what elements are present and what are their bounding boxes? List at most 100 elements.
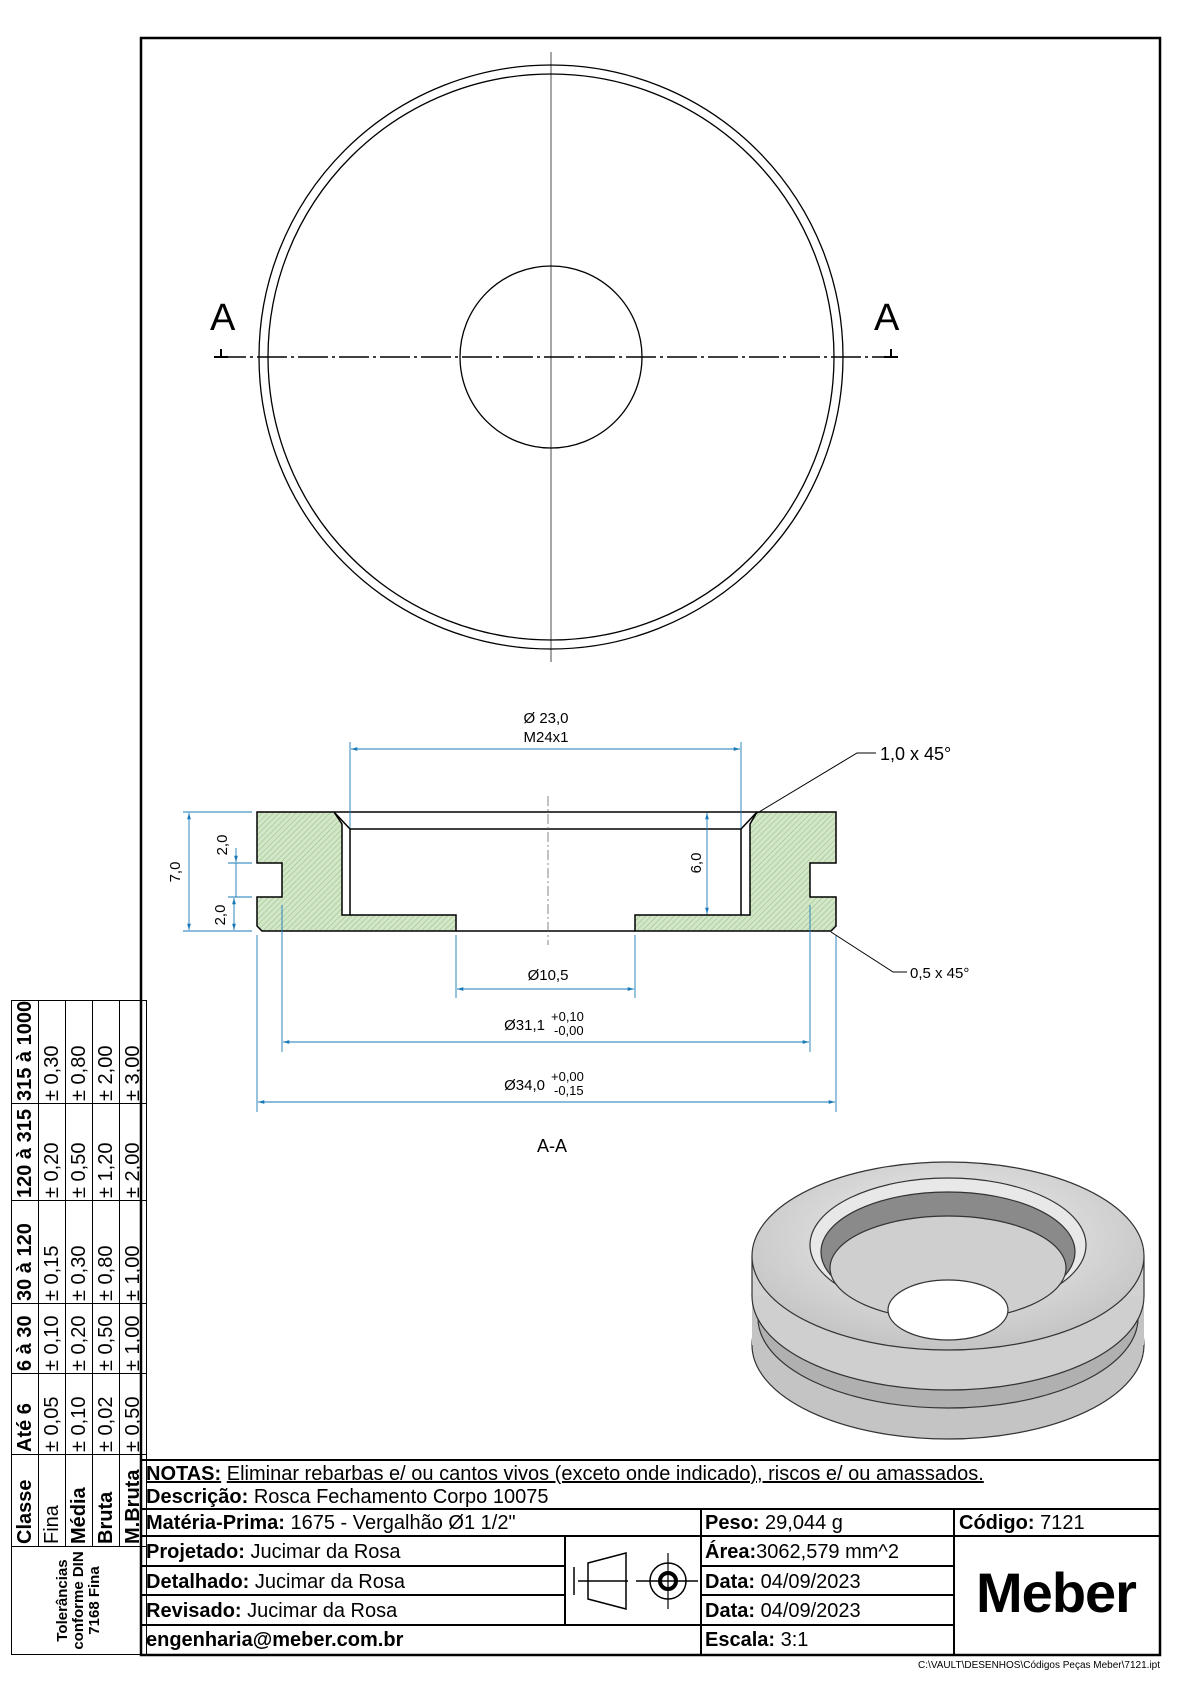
- chamfer-bottom-label: 0,5 x 45°: [910, 965, 969, 982]
- dim-outer-main: Ø34,0: [504, 1077, 545, 1094]
- tol-value: ± 0,30: [65, 1200, 93, 1304]
- designed-by-value: Jucimar da Rosa: [250, 1541, 401, 1563]
- tol-value: ± 0,80: [65, 1000, 93, 1104]
- header-range: 6 à 30: [11, 1303, 39, 1374]
- tol-value: ± 1,00: [119, 1303, 147, 1374]
- notes-text: Eliminar rebarbas e/ ou cantos vivos (ex…: [226, 1463, 984, 1485]
- class-name: Fina: [38, 1454, 66, 1547]
- section-label-right: A: [874, 297, 900, 339]
- header-range: 30 à 120: [11, 1200, 39, 1304]
- raw-material-value: 1675 - Vergalhão Ø1 1/2": [290, 1512, 516, 1534]
- dim-outer-tol-lower: -0,15: [554, 1083, 584, 1098]
- tol-value: ± 0,15: [38, 1200, 66, 1304]
- description-label: Descrição:: [146, 1486, 249, 1508]
- description: Descrição: Rosca Fechamento Corpo 10075: [146, 1487, 548, 1507]
- tolerance-table: Tolerâncias conforme DIN 7168 Fina Class…: [11, 1000, 147, 1655]
- reviewed-by: Revisado: Jucimar da Rosa: [146, 1601, 397, 1621]
- part-code-value: 7121: [1040, 1512, 1085, 1534]
- class-name: Média: [65, 1454, 93, 1547]
- header-range: 315 à 1000: [11, 1000, 39, 1104]
- isometric-view: [751, 1161, 1145, 1440]
- reviewed-by-label: Revisado:: [146, 1600, 242, 1622]
- dim-depth: 6,0: [688, 853, 705, 874]
- detailed-by-label: Detalhado:: [146, 1571, 250, 1593]
- tol-value: ± 0,05: [38, 1373, 66, 1455]
- raw-material-label: Matéria-Prima:: [146, 1512, 285, 1534]
- projection-symbol-icon: [573, 1552, 698, 1610]
- dim-thread-spec: M24x1: [523, 729, 568, 746]
- notes: NOTAS: Eliminar rebarbas e/ ou cantos vi…: [146, 1464, 984, 1484]
- section-title: A-A: [537, 1136, 567, 1156]
- dimensions: [183, 742, 837, 1112]
- dim-groove-tol-lower: -0,00: [554, 1023, 584, 1038]
- tol-value: ± 0,30: [38, 1000, 66, 1104]
- dim-thread-diameter: Ø 23,0: [523, 710, 568, 727]
- designed-by-label: Projetado:: [146, 1541, 245, 1563]
- tol-value: ± 1,20: [92, 1103, 120, 1201]
- section-arrow-left: [214, 349, 228, 358]
- area-value: 3062,579 mm^2: [756, 1541, 899, 1563]
- weight-label: Peso:: [705, 1512, 760, 1534]
- contact-email: engenharia@meber.com.br: [146, 1629, 404, 1651]
- tol-value: ± 0,20: [65, 1303, 93, 1374]
- dim-groove-tol-upper: +0,10: [551, 1009, 584, 1024]
- header-range: 120 à 315: [11, 1103, 39, 1201]
- reviewed-by-value: Jucimar da Rosa: [247, 1600, 398, 1622]
- description-value: Rosca Fechamento Corpo 10075: [253, 1486, 549, 1508]
- dim-outer-tol-upper: +0,00: [551, 1069, 584, 1084]
- scale-value: 3:1: [780, 1629, 809, 1651]
- tol-value: ± 2,00: [119, 1103, 147, 1201]
- tol-value: ± 0,20: [38, 1103, 66, 1201]
- dim-groove-main: Ø31,1: [504, 1017, 545, 1034]
- date-2: Data: 04/09/2023: [705, 1601, 861, 1621]
- file-path: C:\VAULT\DESENHOS\Códigos Peças Meber\71…: [918, 1660, 1160, 1671]
- class-name: M.Bruta: [119, 1454, 147, 1547]
- area-label: Área:: [705, 1541, 757, 1563]
- date-value: 04/09/2023: [760, 1600, 861, 1622]
- tol-value: ± 0,10: [38, 1303, 66, 1374]
- raw-material: Matéria-Prima: 1675 - Vergalhão Ø1 1/2": [146, 1513, 516, 1533]
- tolerance-standard: Tolerâncias conforme DIN 7168 Fina: [11, 1546, 147, 1655]
- section-hatch-right: [634, 811, 837, 932]
- class-name: Bruta: [92, 1454, 120, 1547]
- detailed-by: Detalhado: Jucimar da Rosa: [146, 1572, 405, 1592]
- date-label: Data:: [705, 1600, 756, 1622]
- tol-value: ± 0,50: [65, 1103, 93, 1201]
- section-view: [256, 796, 837, 945]
- scale-label: Escala:: [705, 1629, 776, 1651]
- header-range: Até 6: [11, 1373, 39, 1455]
- date-value: 04/09/2023: [760, 1571, 861, 1593]
- tol-value: ± 0,10: [65, 1373, 93, 1455]
- tolerance-header-row: Tolerâncias conforme DIN 7168 Fina Class…: [11, 1000, 147, 1655]
- section-hatch-left: [256, 811, 457, 932]
- leader-chamfer-bottom: [830, 931, 907, 973]
- tol-value: ± 2,00: [92, 1000, 120, 1104]
- designed-by: Projetado: Jucimar da Rosa: [146, 1542, 401, 1562]
- dim-height-bottom: 2,0: [212, 905, 229, 926]
- header-classe: Classe: [11, 1454, 39, 1547]
- weight: Peso: 29,044 g: [705, 1513, 843, 1533]
- date-label: Data:: [705, 1571, 756, 1593]
- scale: Escala: 3:1: [705, 1630, 808, 1650]
- tol-value: ± 0,02: [92, 1373, 120, 1455]
- chamfer-top-label: 1,0 x 45°: [880, 744, 951, 764]
- part-code: Código: 7121: [959, 1513, 1085, 1533]
- company-logo: Meber: [976, 1561, 1137, 1624]
- dim-height-total: 7,0: [167, 862, 184, 883]
- tol-value: ± 0,80: [92, 1200, 120, 1304]
- dim-hole: Ø10,5: [528, 967, 569, 984]
- sheet-border: [139, 36, 1162, 1657]
- tol-value: ± 0,50: [119, 1373, 147, 1455]
- detailed-by-value: Jucimar da Rosa: [254, 1571, 405, 1593]
- tol-value: ± 1,00: [119, 1200, 147, 1304]
- tol-value: ± 3,00: [119, 1000, 147, 1104]
- tol-value: ± 0,50: [92, 1303, 120, 1374]
- leader-chamfer-top: [753, 752, 876, 816]
- part-code-label: Código:: [959, 1512, 1035, 1534]
- notes-label: NOTAS:: [146, 1463, 222, 1485]
- date-1: Data: 04/09/2023: [705, 1572, 861, 1592]
- dim-height-top: 2,0: [214, 835, 231, 856]
- section-label-left: A: [210, 297, 236, 339]
- top-view: [214, 52, 898, 662]
